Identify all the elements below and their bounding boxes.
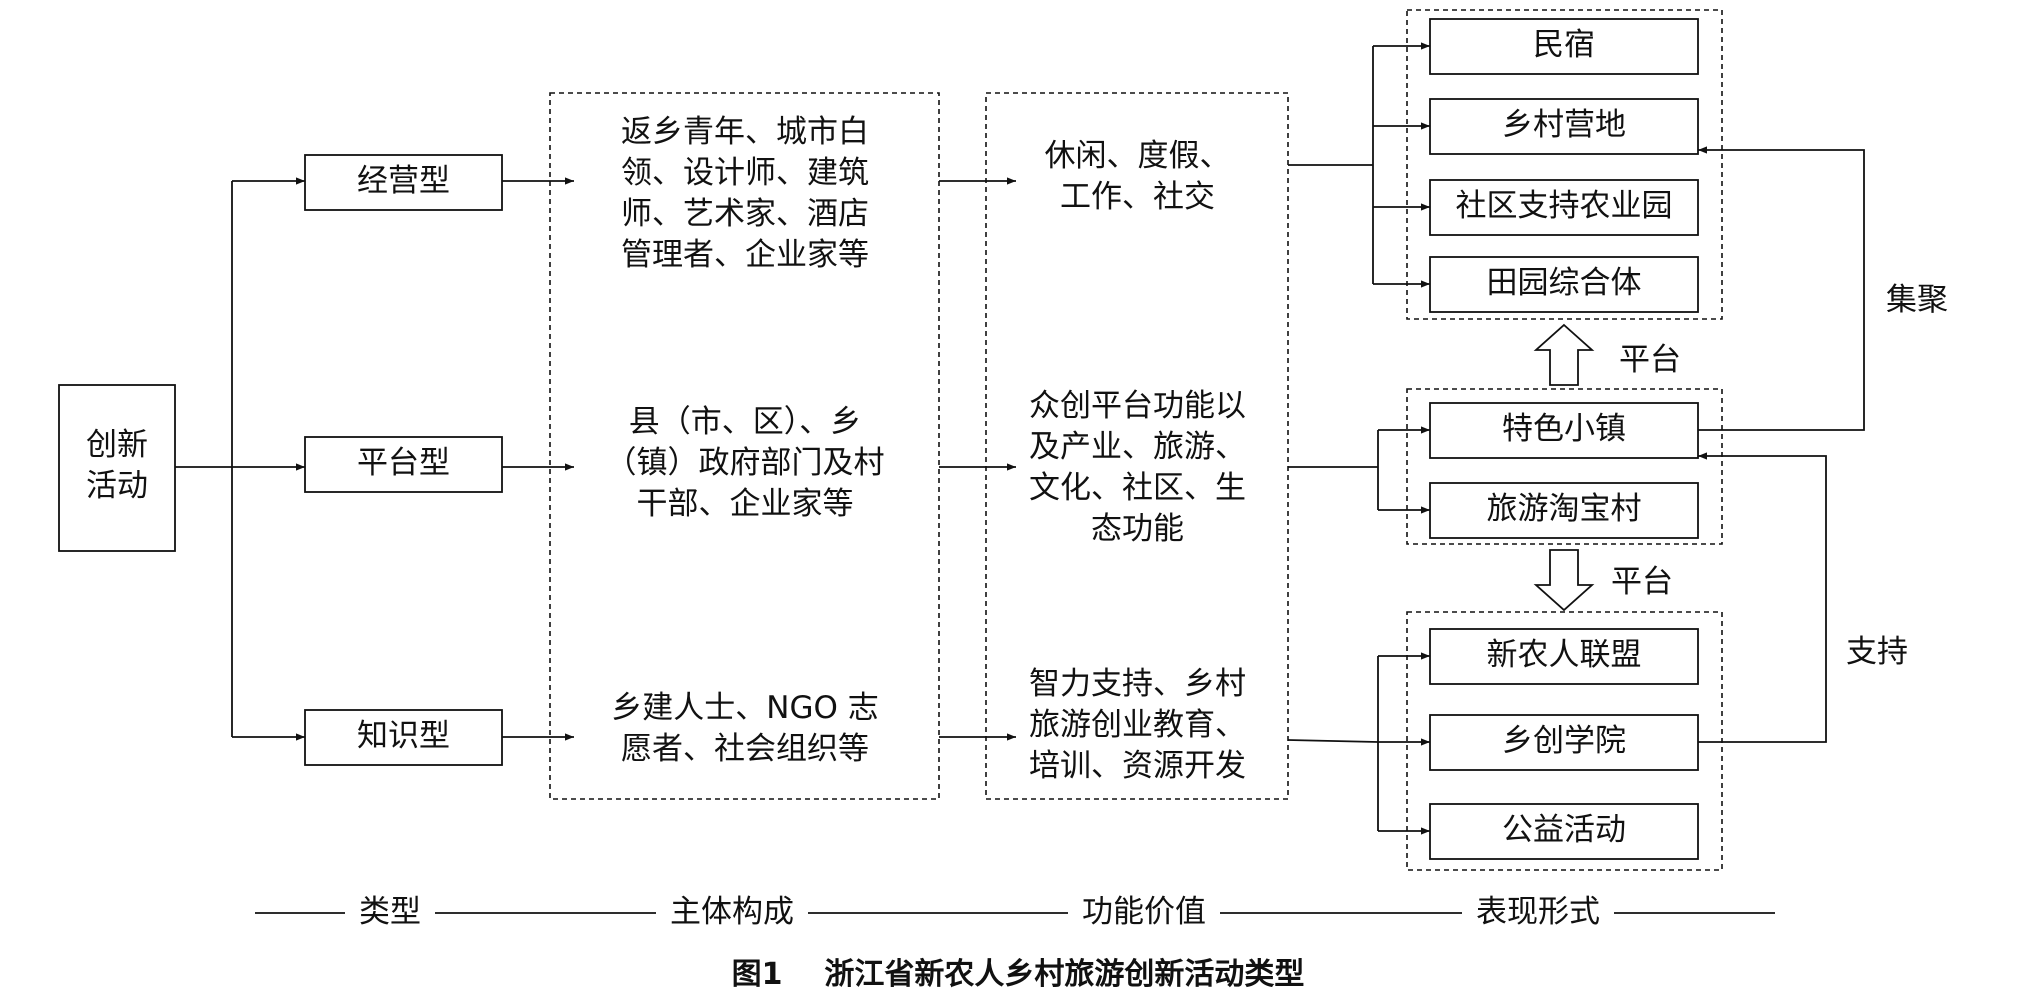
function-text-business: 休闲、度假、 工作、社交	[1044, 138, 1231, 215]
root-box	[58, 384, 176, 552]
legend-subject: 主体构成	[656, 897, 808, 928]
subject-text-business: 返乡青年、城市白 领、设计师、建筑 师、艺术家、酒店 管理者、企业家等	[621, 114, 869, 273]
form-group-1	[1406, 9, 1723, 320]
platform-up-arrow	[1533, 323, 1595, 386]
form-label: 公益活动	[1502, 812, 1626, 848]
form-label: 田园综合体	[1486, 265, 1642, 301]
type-label-business: 经营型	[357, 163, 450, 199]
subject-column	[549, 92, 940, 800]
platform-label-upper: 平台	[1619, 342, 1681, 378]
legend-function: 功能价值	[1068, 897, 1220, 928]
form-label: 特色小镇	[1502, 411, 1626, 447]
form-label: 新农人联盟	[1486, 637, 1642, 673]
root-label: 创新 活动	[86, 427, 148, 504]
function-text-platform: 众创平台功能以 及产业、旅游、 文化、社区、生 态功能	[1029, 388, 1246, 547]
gather-label: 集聚	[1886, 282, 1948, 318]
legend-form: 表现形式	[1462, 897, 1614, 928]
type-box	[304, 154, 503, 211]
figure-caption: 图1 浙江省新农人乡村旅游创新活动类型	[731, 957, 1305, 992]
form-group-3	[1406, 611, 1723, 871]
connector	[1287, 739, 1379, 743]
form-label: 乡村营地	[1502, 107, 1626, 143]
form-label: 社区支持农业园	[1455, 188, 1673, 224]
legend-type: 类型	[345, 897, 435, 928]
support-loop	[1698, 452, 1827, 743]
function-text-knowledge: 智力支持、乡村 旅游创业教育、 培训、资源开发	[1029, 666, 1246, 784]
form-label: 民宿	[1533, 27, 1595, 63]
support-label: 支持	[1846, 634, 1908, 670]
type-label-platform: 平台型	[357, 445, 450, 481]
subject-text-knowledge: 乡建人士、NGO 志 愿者、社会组织等	[611, 690, 879, 767]
platform-label-lower: 平台	[1611, 564, 1673, 600]
type-box	[304, 436, 503, 493]
type-label-knowledge: 知识型	[357, 718, 450, 754]
form-group-2	[1406, 388, 1723, 545]
subject-text-platform: 县（市、区）、乡 （镇）政府部门及村 干部、企业家等	[605, 404, 885, 522]
gather-loop	[1698, 146, 1865, 431]
form-label: 乡创学院	[1502, 723, 1626, 759]
form-label: 旅游淘宝村	[1486, 491, 1642, 527]
platform-down-arrow	[1533, 549, 1595, 612]
